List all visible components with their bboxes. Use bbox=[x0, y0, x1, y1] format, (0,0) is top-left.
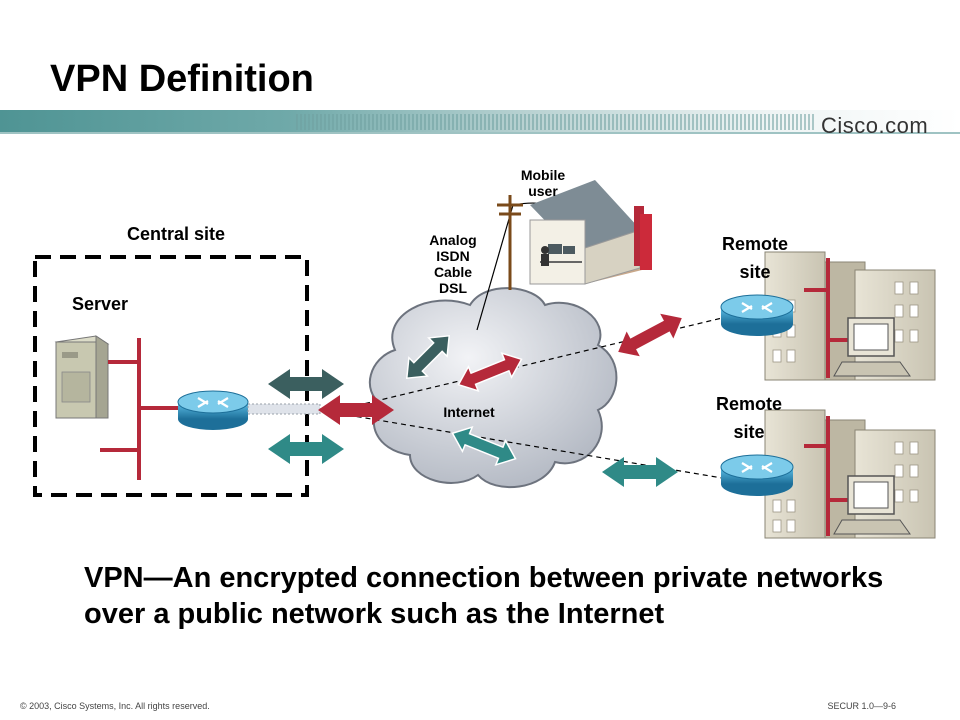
cloud-icon bbox=[368, 287, 618, 488]
vpn-definition-text: VPN—An encrypted connection between priv… bbox=[84, 562, 884, 630]
house-icon bbox=[529, 180, 652, 285]
workstation-icon bbox=[833, 317, 911, 377]
arrow-red-left bbox=[318, 395, 394, 425]
access-types-label: Analog ISDN Cable DSL bbox=[429, 232, 477, 296]
router-icon bbox=[720, 294, 794, 336]
workstation-icon bbox=[833, 475, 911, 535]
slide-title: VPN Definition bbox=[50, 58, 314, 100]
arrow-dark-cloud bbox=[405, 334, 451, 380]
cisco-logo: Cisco.com bbox=[821, 113, 929, 138]
arrow-teal-cloud bbox=[451, 426, 517, 466]
arrow-teal-left bbox=[268, 434, 344, 464]
server-icon bbox=[54, 335, 110, 419]
router-icon bbox=[177, 390, 249, 430]
remote-site-top-label: Remote site bbox=[721, 234, 788, 282]
arrow-dark-left bbox=[268, 369, 344, 399]
utility-pole-icon bbox=[497, 195, 523, 290]
course-footer: SECUR 1.0—9-6 bbox=[827, 701, 896, 711]
arrow-red-remote bbox=[618, 313, 682, 357]
server-label: Server bbox=[71, 294, 129, 314]
internet-label: Internet bbox=[443, 404, 495, 420]
central-lan bbox=[100, 338, 178, 480]
remote-site-bottom-label: Remote site bbox=[715, 394, 782, 442]
wan-link bbox=[247, 403, 321, 415]
arrow-teal-remote bbox=[602, 457, 678, 487]
copyright-footer: © 2003, Cisco Systems, Inc. All rights r… bbox=[20, 701, 210, 711]
central-site-label: Central site bbox=[126, 224, 226, 244]
router-icon bbox=[720, 454, 794, 496]
header-banner bbox=[0, 110, 960, 134]
arrow-red-cloud bbox=[457, 352, 523, 392]
mobile-user-label: Mobile user bbox=[520, 167, 566, 199]
central-site-boundary bbox=[33, 255, 309, 497]
